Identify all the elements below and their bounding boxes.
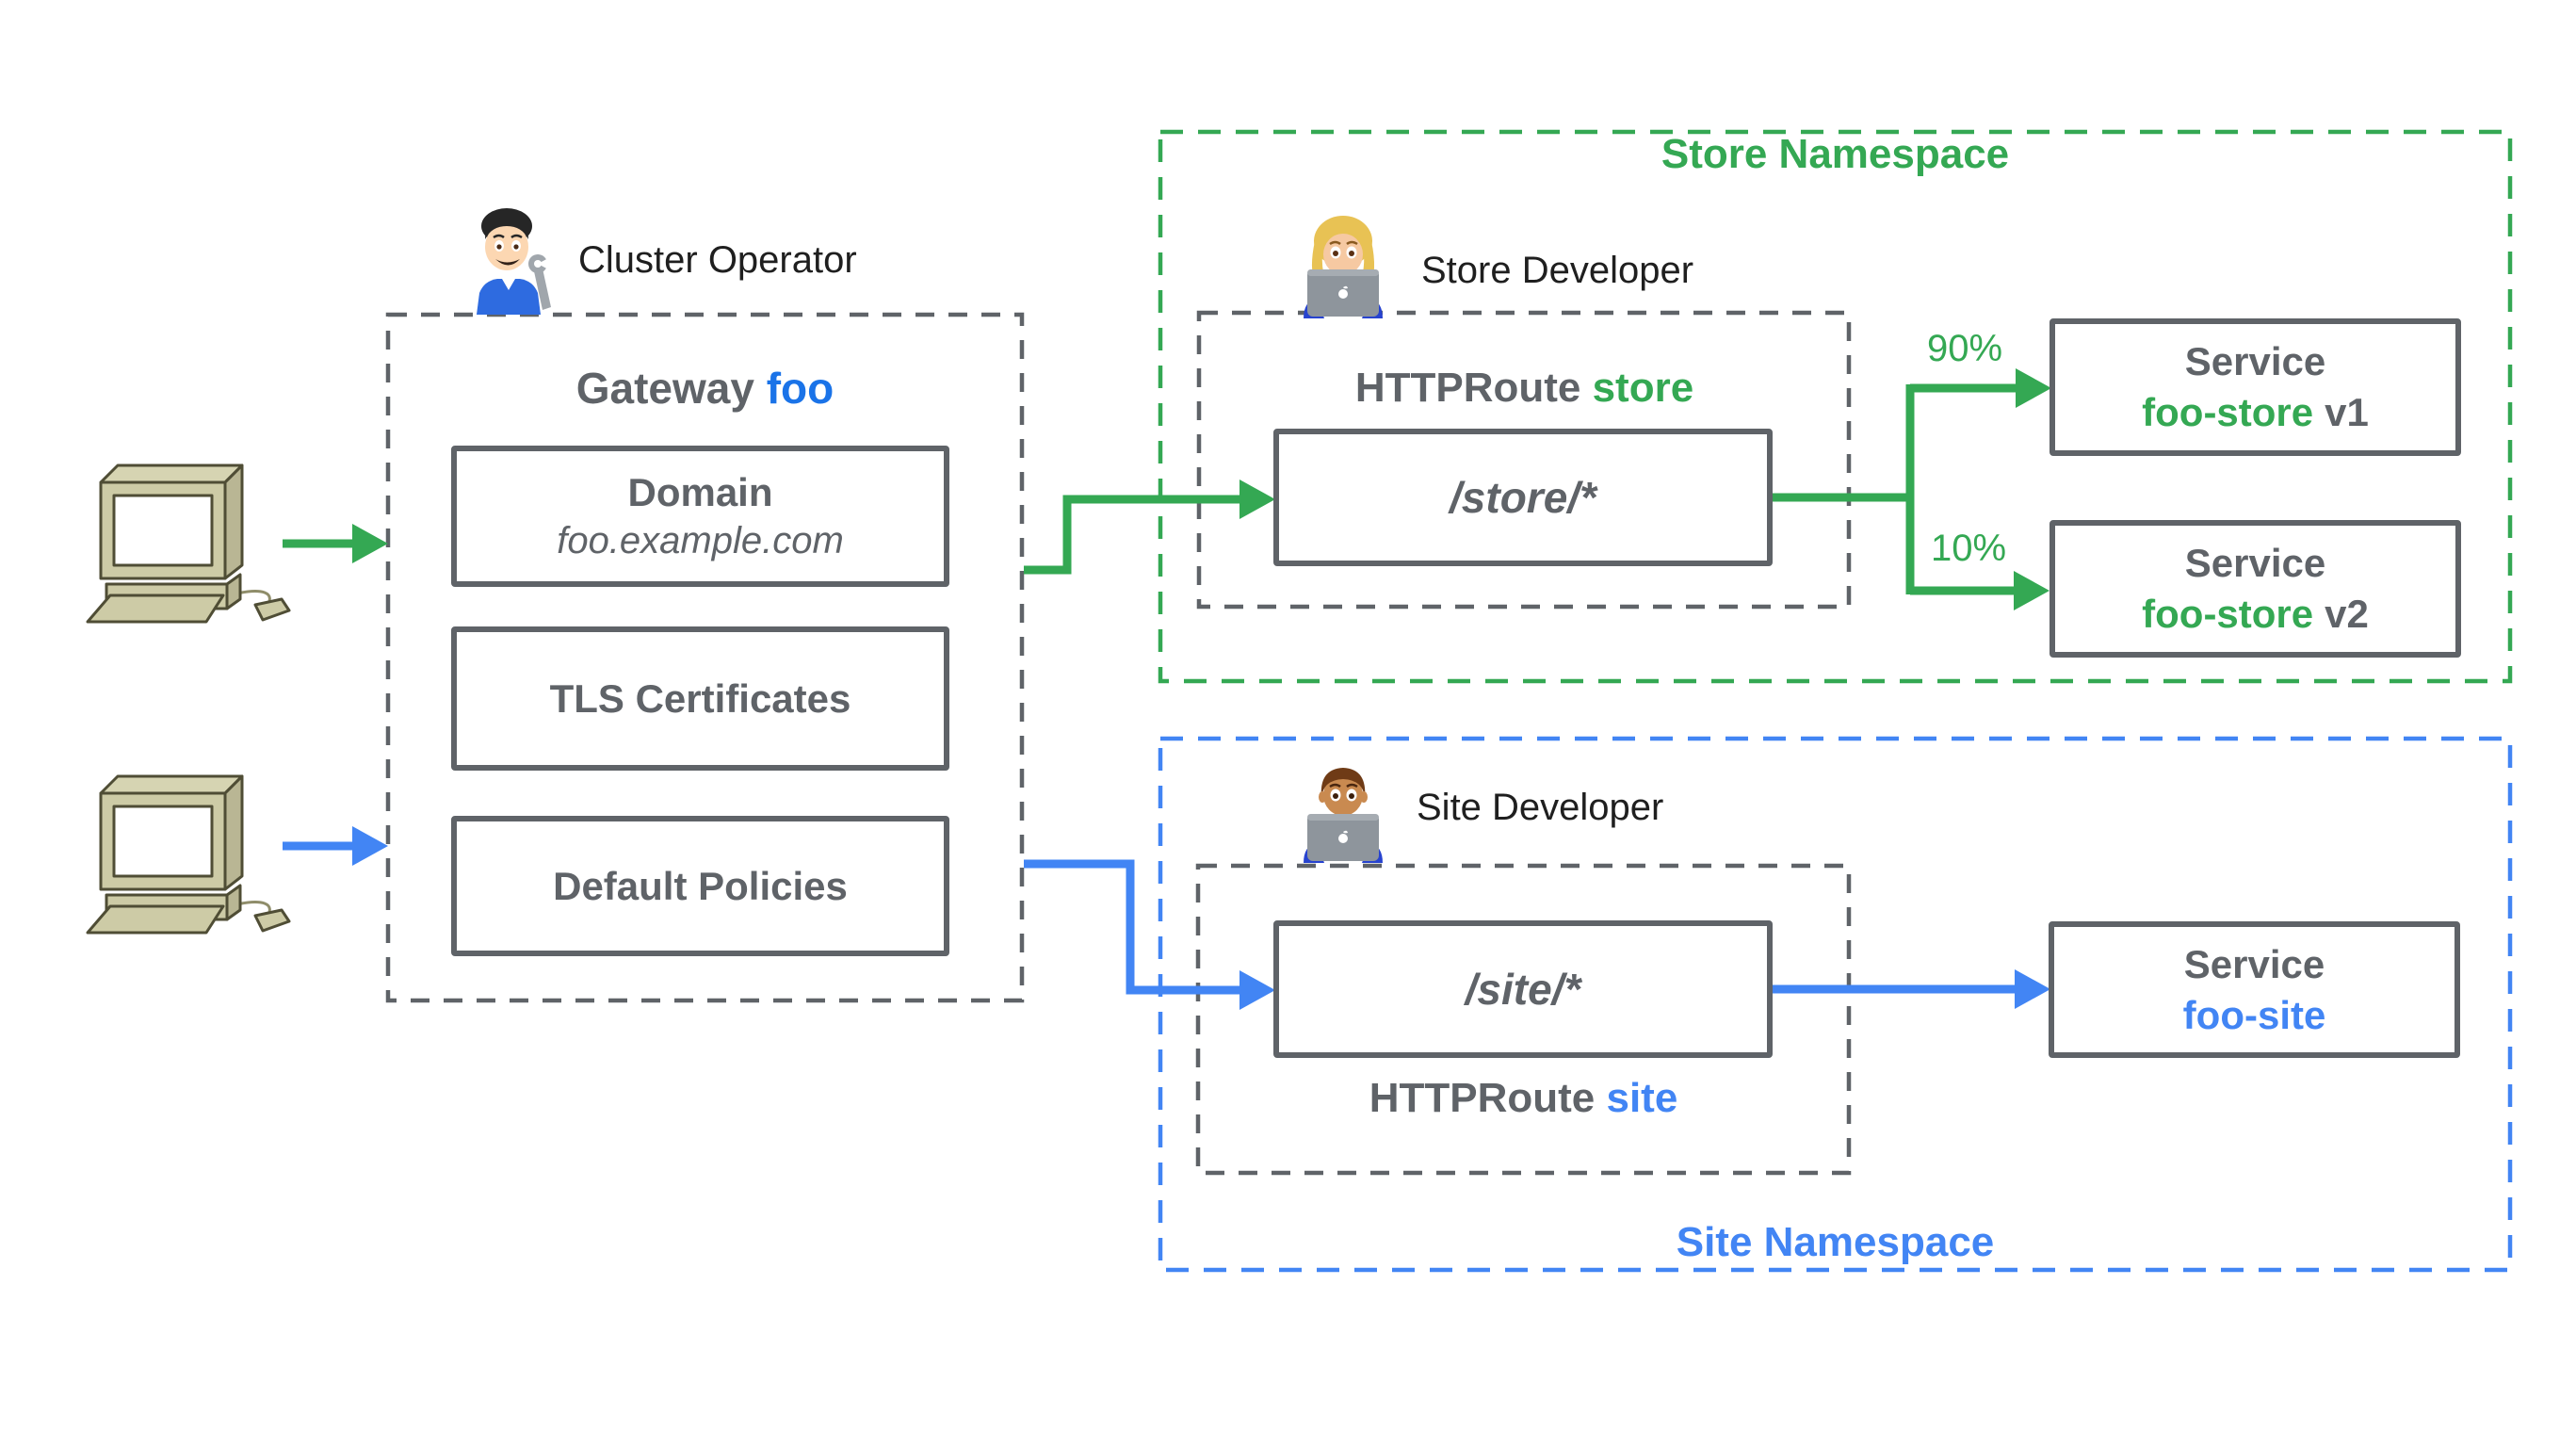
service-v1-version: v1 [2325,390,2369,434]
service-foo-store-v1-box: Service foo-store v1 [2049,318,2461,456]
cluster-operator-label: Cluster Operator [578,239,857,281]
service-v2-name: foo-store [2142,592,2314,636]
httproute-store-name: store [1592,365,1694,411]
store-route-path: /store/* [1450,472,1596,522]
service-v1-line1: Service [2184,339,2326,384]
service-site-line1: Service [2183,941,2325,986]
service-v2-version: v2 [2325,592,2369,636]
domain-box: Domain foo.example.com [451,446,949,587]
default-policies-label: Default Policies [553,863,848,908]
httproute-store-prefix: HTTPRoute [1354,365,1581,411]
client2-desktop-computer-icon [86,774,291,935]
gateway-title: Gateway foo [386,366,1024,410]
split-weight-10: 10% [1931,528,2007,569]
httproute-store-dashed-box [1196,310,1852,610]
site-namespace-label: Site Namespace [1676,1219,1995,1265]
tls-certificates-box: TLS Certificates [451,626,949,771]
httproute-store-title: HTTPRoute store [1198,367,1851,409]
domain-box-value: foo.example.com [557,520,844,562]
arrow-client1-to-gateway [283,524,388,563]
site-route-box: /site/* [1273,920,1773,1058]
arrow-gateway-to-site-route [1024,859,1275,1010]
service-v1-name: foo-store [2142,390,2314,434]
tls-certificates-label: TLS Certificates [549,675,851,721]
man-mechanic-emoji [477,208,552,315]
client1-desktop-computer-icon [86,463,291,624]
httproute-site-title: HTTPRoute site [1196,1078,1851,1119]
gateway-title-name: foo [766,364,834,413]
httproute-site-dashed-box [1195,863,1852,1176]
arrow-gateway-to-store-route [1024,480,1275,575]
default-policies-box: Default Policies [451,816,949,956]
gateway-title-prefix: Gateway [575,364,754,413]
arrow-store-route-split [1773,368,2051,610]
split-weight-90: 90% [1927,328,2003,369]
store-route-box: /store/* [1273,429,1773,566]
site-developer-label: Site Developer [1417,787,1664,828]
service-site-name: foo-site [2182,992,2326,1037]
arrow-client2-to-gateway [283,826,388,866]
store-developer-label: Store Developer [1421,250,1694,291]
service-v2-line1: Service [2184,541,2326,586]
domain-box-title: Domain [627,469,773,514]
man-technologist-emoji [1304,768,1383,863]
store-namespace-dashed-box [1158,129,2513,684]
site-route-path: /site/* [1465,964,1581,1014]
arrow-site-route-to-service [1773,969,2050,1009]
service-foo-store-v2-box: Service foo-store v2 [2049,520,2461,658]
store-namespace-label: Store Namespace [1661,131,2010,177]
woman-technologist-emoji [1304,216,1383,318]
httproute-site-name: site [1606,1075,1678,1121]
service-foo-site-box: Service foo-site [2049,921,2460,1058]
httproute-site-prefix: HTTPRoute [1369,1075,1596,1121]
